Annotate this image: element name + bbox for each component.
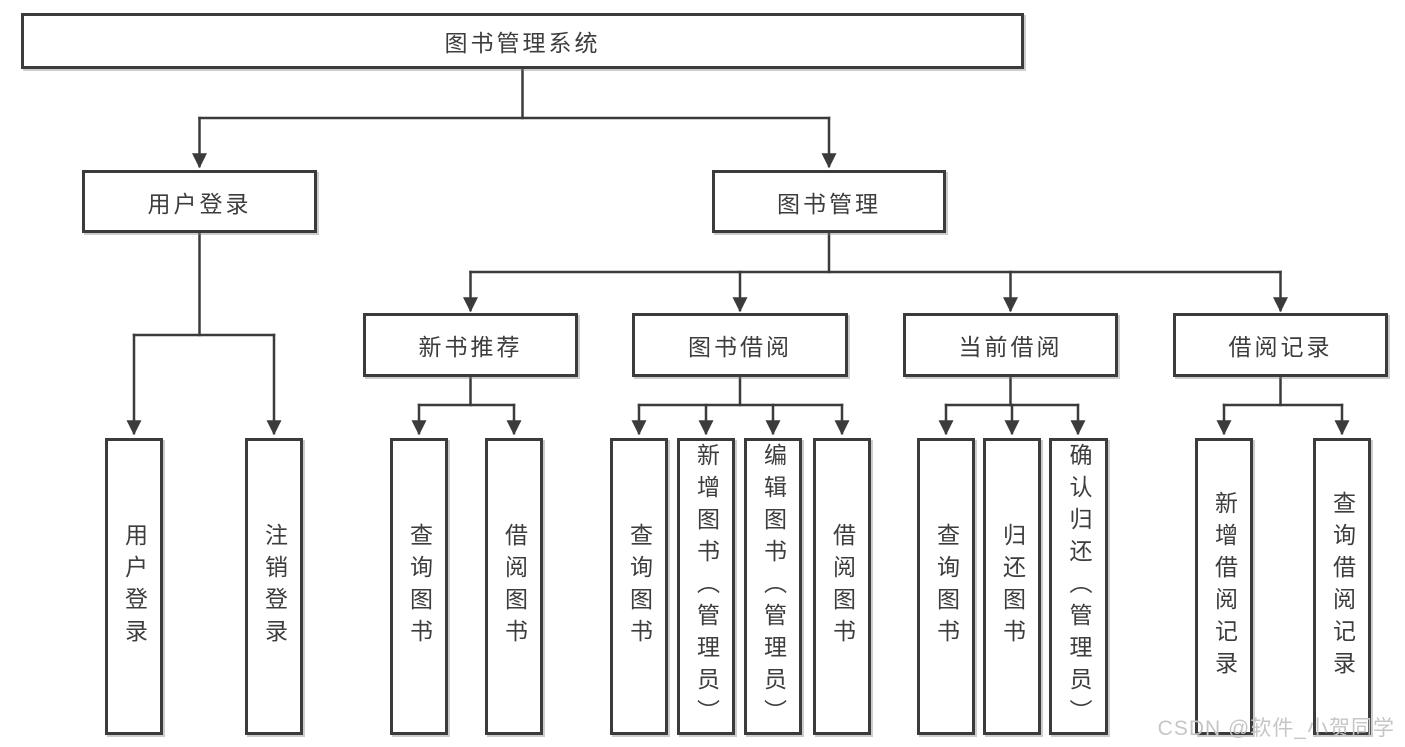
leaf-edit-book-admin: 编辑图书（管理员） [744, 438, 802, 735]
node-current-borrowing: 当前借阅 [903, 313, 1118, 377]
node-book-management: 图书管理 [712, 170, 946, 233]
node-user-login: 用户登录 [82, 170, 317, 233]
node-book-borrowing: 图书借阅 [632, 313, 848, 377]
node-library-system: 图书管理系统 [21, 13, 1024, 69]
leaf-add-borrow-record: 新增借阅记录 [1195, 438, 1253, 735]
watermark: CSDN @软件_小贺同学 [1157, 717, 1395, 740]
leaf-add-book-admin: 新增图书（管理员） [677, 438, 735, 735]
leaf-logout: 注销登录 [245, 438, 303, 735]
leaf-borrow-books: 借阅图书 [813, 438, 871, 735]
node-borrow-records: 借阅记录 [1173, 313, 1388, 377]
leaf-borrow-books-recommend: 借阅图书 [485, 438, 543, 735]
leaf-query-books-recommend: 查询图书 [390, 438, 448, 735]
leaf-query-books-borrow: 查询图书 [610, 438, 668, 735]
leaf-user-login: 用户登录 [105, 438, 163, 735]
leaf-query-books-current: 查询图书 [917, 438, 975, 735]
node-new-book-recommend: 新书推荐 [363, 313, 578, 377]
leaf-confirm-return-admin: 确认归还（管理员） [1049, 438, 1108, 735]
leaf-return-book: 归还图书 [983, 438, 1041, 735]
leaf-query-borrow-record: 查询借阅记录 [1313, 438, 1371, 735]
